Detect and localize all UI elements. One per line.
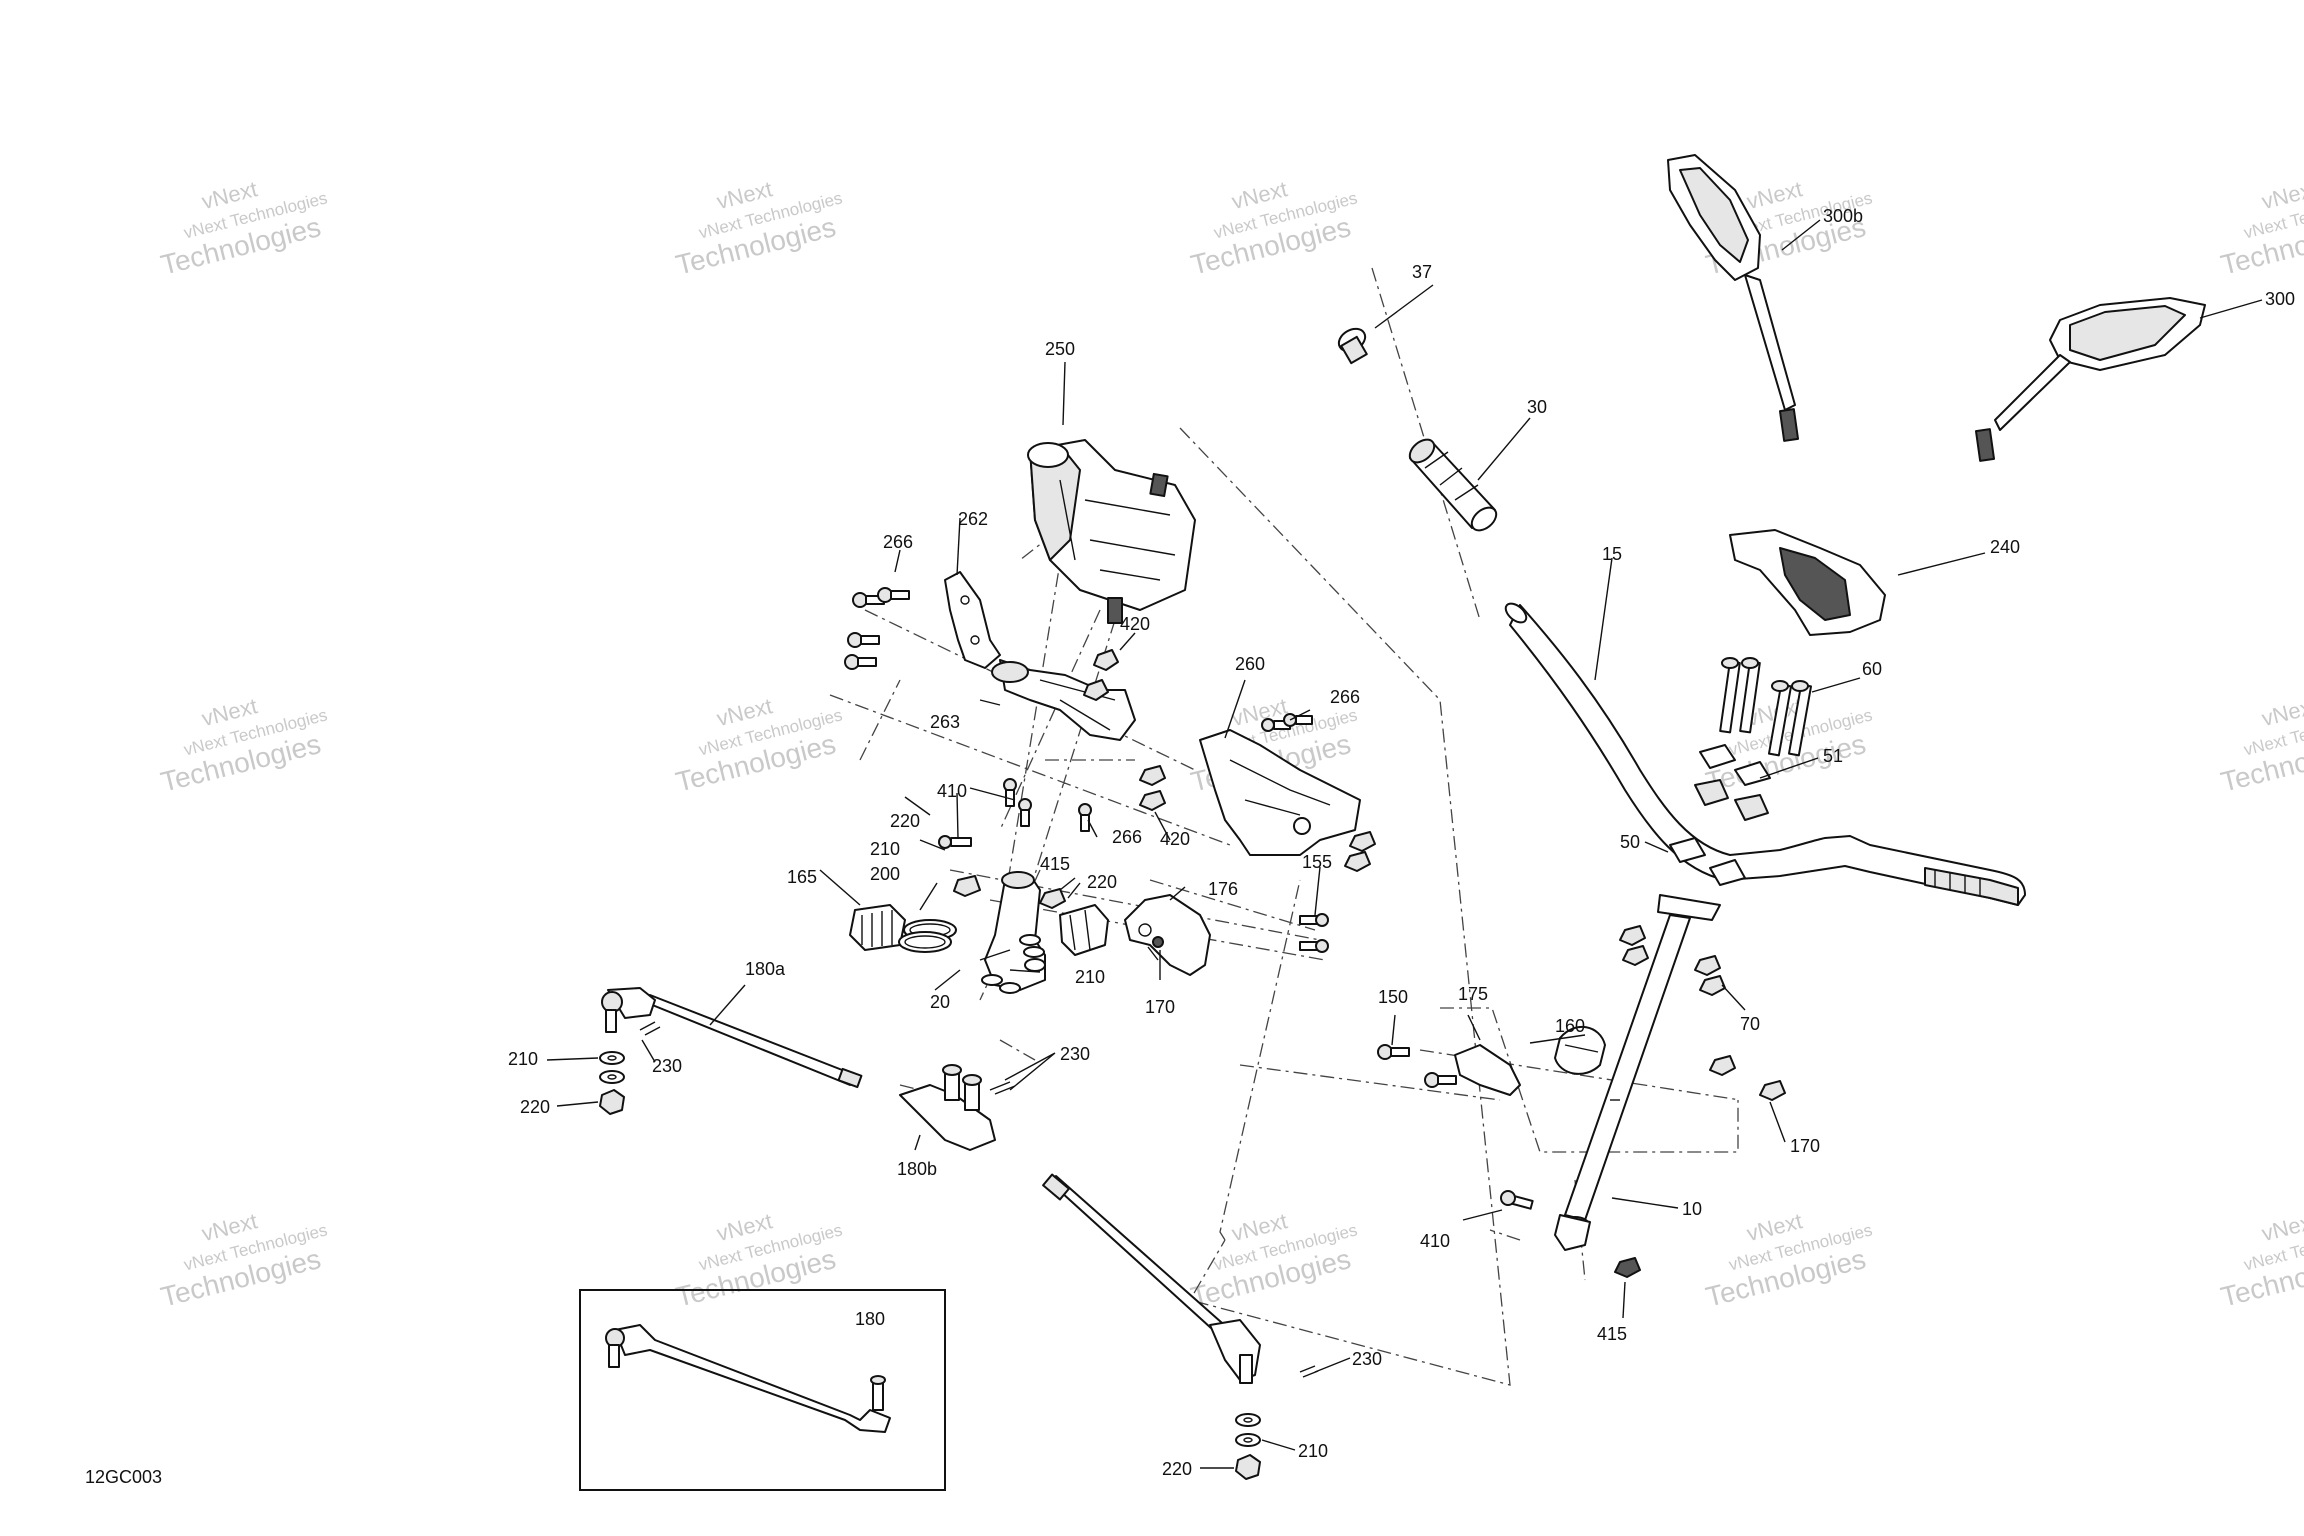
callout-210-mid: 210 (1075, 967, 1105, 987)
bracket-assembly-outline (1440, 1007, 1739, 1153)
callout-50: 50 (1620, 832, 1640, 852)
callout-420-lower: 420 (1160, 829, 1190, 849)
callout-210-left: 210 (508, 1049, 538, 1069)
bar-end (1337, 327, 1368, 365)
o-rings (898, 919, 957, 953)
watermark: vNext vNext Technologies Technologies (158, 1208, 330, 1313)
callout-165: 165 (787, 867, 817, 887)
callout-60: 60 (1862, 659, 1882, 679)
callout-250: 250 (1045, 339, 1075, 359)
callout-240: 240 (1990, 537, 2020, 557)
callout-176: 176 (1208, 879, 1238, 899)
callout-labels: 250 37 30 15 300b 300 240 60 51 50 70 17… (508, 206, 2295, 1479)
watermark-line: vNext (2259, 693, 2304, 731)
callout-266-lower: 266 (1112, 827, 1142, 847)
clamp-bracket (1124, 894, 1211, 976)
callout-170-left: 170 (1145, 997, 1175, 1017)
callout-70: 70 (1740, 1014, 1760, 1034)
callout-263: 263 (930, 712, 960, 732)
column-support-hardware (1377, 1025, 1786, 1278)
callout-170-right: 170 (1790, 1136, 1820, 1156)
watermark: vNext vNext Technologies Technologies (158, 176, 330, 281)
callout-230-mid: 230 (1060, 1044, 1090, 1064)
support-plate (991, 659, 1136, 741)
tie-rod-180b (899, 1064, 996, 1151)
callout-410-right: 410 (1420, 1231, 1450, 1251)
callout-220-mid: 220 (1087, 872, 1117, 892)
callout-300b: 300b (1823, 206, 1863, 226)
mount-bracket-left (944, 571, 1001, 669)
handlebar-clamps (1669, 744, 1771, 886)
bearing-block (1059, 904, 1109, 956)
watermark: vNext vNext Technologies Technologies (2218, 176, 2304, 281)
callout-150: 150 (1378, 987, 1408, 1007)
watermark-line: vNext (2259, 176, 2304, 214)
handlebar (1504, 602, 2026, 906)
handlebar-grip (1408, 438, 1498, 532)
callout-415-left: 415 (1040, 854, 1070, 874)
bushing-block (849, 904, 906, 951)
steering-column (1554, 894, 1721, 1251)
callout-230-right: 230 (1352, 1349, 1382, 1369)
watermark: vNext vNext Technologies Technologies (1188, 1208, 1360, 1313)
callout-300: 300 (2265, 289, 2295, 309)
watermark: vNext vNext Technologies Technologies (2218, 1208, 2304, 1313)
callout-51: 51 (1823, 746, 1843, 766)
watermark: vNext vNext Technologies Technologies (1703, 1208, 1875, 1313)
watermark: vNext vNext Technologies Technologies (158, 693, 330, 798)
watermark: vNext vNext Technologies Technologies (673, 1208, 845, 1313)
callout-180a: 180a (745, 959, 786, 979)
inset-frame (579, 1289, 946, 1491)
handlebar-cover (1729, 529, 1886, 636)
tie-rod-180a (601, 987, 863, 1089)
column-assembly-outline (1219, 879, 1301, 1241)
callout-420-upper: 420 (1120, 614, 1150, 634)
callout-200: 200 (870, 864, 900, 884)
watermark-line: vNext (2259, 1208, 2304, 1246)
mirror-left (1667, 154, 1800, 442)
callout-262: 262 (958, 509, 988, 529)
callout-220-left: 220 (520, 1097, 550, 1117)
mirror-right (1974, 297, 2206, 462)
callout-260: 260 (1235, 654, 1265, 674)
figure-id: 12GC003 (85, 1467, 162, 1487)
hardware-upper (844, 587, 1376, 994)
tie-rod-long (1042, 1173, 1261, 1384)
callout-210-right: 210 (1298, 1441, 1328, 1461)
cotter-pins (639, 1021, 1319, 1378)
leader-lines (546, 219, 2263, 1469)
callout-266-right: 266 (1330, 687, 1360, 707)
watermark: vNext vNext Technologies Technologies (673, 176, 845, 281)
clamp-bolts (1719, 657, 1813, 757)
callout-266-left: 266 (883, 532, 913, 552)
watermark: vNext vNext Technologies Technologies (673, 693, 845, 798)
callout-160: 160 (1555, 1016, 1585, 1036)
inset-tie-rod-assembly (579, 1289, 946, 1491)
steering-arm (984, 871, 1046, 991)
callout-10: 10 (1682, 1199, 1702, 1219)
column-assembly-outline (1179, 427, 1511, 1386)
watermark: vNext vNext Technologies Technologies (2218, 693, 2304, 798)
callout-220-right: 220 (1162, 1459, 1192, 1479)
callout-230-left: 230 (652, 1056, 682, 1076)
axis-lines (829, 609, 1501, 1101)
callout-415-right: 415 (1597, 1324, 1627, 1344)
callout-210-upper: 210 (870, 839, 900, 859)
callout-175: 175 (1458, 984, 1488, 1004)
callout-220-upper: 220 (890, 811, 920, 831)
washers-nuts (599, 1051, 1261, 1480)
callout-180: 180 (855, 1309, 885, 1329)
callout-180b: 180b (897, 1159, 937, 1179)
watermark: vNext vNext Technologies Technologies (1188, 176, 1360, 281)
callout-155: 155 (1302, 852, 1332, 872)
lower-bracket (1199, 729, 1361, 856)
power-steering-unit (1027, 439, 1196, 624)
callout-37: 37 (1412, 262, 1432, 282)
flange-nuts (1619, 925, 1726, 996)
callout-15: 15 (1602, 544, 1622, 564)
callout-20: 20 (930, 992, 950, 1012)
callout-30: 30 (1527, 397, 1547, 417)
callout-410-left: 410 (937, 781, 967, 801)
